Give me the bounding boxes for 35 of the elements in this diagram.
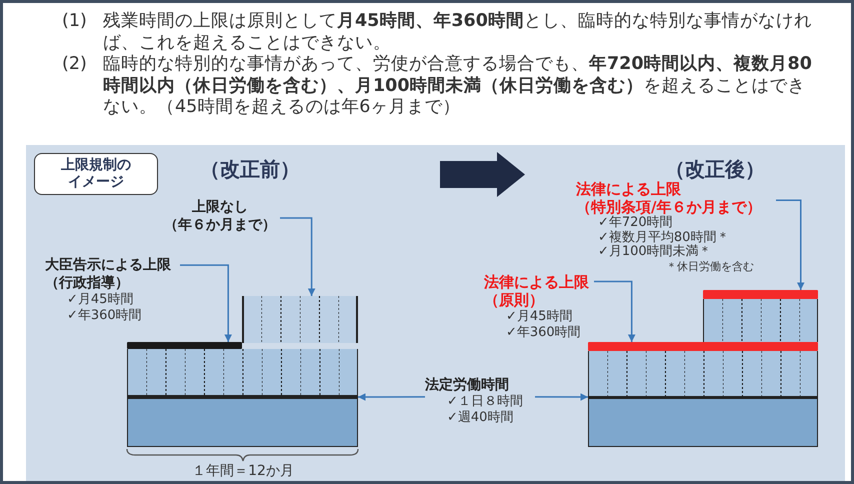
check-item: ✓月100時間未満＊ bbox=[597, 245, 713, 260]
limit-bar bbox=[588, 342, 818, 351]
leader-arrow bbox=[776, 200, 804, 290]
paragraph: 残業時間の上限は原則として月45時間、年360時間とし、臨時的な特別な事情がなければ、これを超えることはできない。 bbox=[103, 11, 813, 54]
caption-box: 上限規制のイメージ bbox=[34, 153, 158, 195]
leader-arrow bbox=[358, 393, 425, 401]
brace-label: １年間＝12か月 bbox=[191, 462, 295, 481]
callout-heading: 法定労働時間 bbox=[425, 376, 510, 394]
check-item: ✓年720時間 bbox=[597, 216, 674, 230]
leader-arrow bbox=[280, 217, 316, 296]
callout-text: 上限なし（年６か月まで） bbox=[163, 198, 277, 234]
callout-heading: 大臣告示による上限（行政指導） bbox=[45, 256, 172, 292]
statutory-band bbox=[127, 396, 358, 447]
check-item: ✓週40時間 bbox=[446, 410, 514, 426]
check-item: ✓年360時間 bbox=[66, 308, 143, 324]
item-number: (2) bbox=[62, 54, 88, 76]
item-number: (1) bbox=[62, 11, 88, 32]
footnote: ＊休日労働を含む bbox=[665, 260, 755, 272]
statutory-band bbox=[588, 396, 818, 447]
leader-arrow bbox=[535, 393, 588, 401]
leader-arrow bbox=[180, 264, 232, 342]
check-item: ✓年360時間 bbox=[505, 325, 582, 341]
section-heading: （改正前） bbox=[200, 156, 300, 183]
check-item: ✓複数月平均80時間＊ bbox=[597, 230, 730, 244]
leader-arrow bbox=[594, 280, 636, 342]
callout-heading: 法律による上限（特別条項/年６か月まで） bbox=[576, 180, 762, 216]
paragraph: 臨時的な特別的な事情があって、労使が合意する場合でも、年720時間以内、複数月80時間以内（休日労働を含む）、月100時間未満（休日労働を含む）を超えることはできない。（45時間を超えるのは年6ヶ月まで） bbox=[103, 54, 813, 118]
check-item: ✓月45時間 bbox=[505, 309, 574, 325]
check-item: ✓１日８時間 bbox=[446, 394, 524, 410]
section-heading: （改正後） bbox=[665, 156, 765, 181]
open-area bbox=[242, 296, 358, 343]
callout-heading: 法律による上限（原則） bbox=[484, 273, 590, 309]
limit-bar bbox=[703, 290, 818, 299]
check-item: ✓月45時間 bbox=[66, 292, 134, 308]
limit-bar bbox=[127, 342, 242, 349]
